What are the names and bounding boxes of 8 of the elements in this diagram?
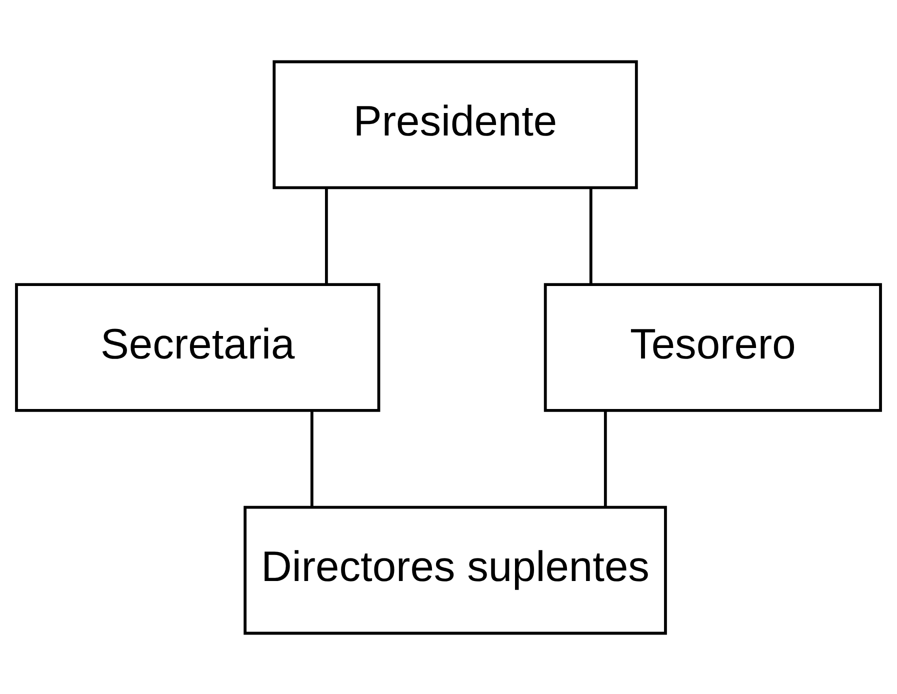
node-box: Directores suplentes [244, 505, 667, 634]
connector [604, 410, 607, 506]
node-box: Secretaria [15, 282, 380, 412]
node-box: Tesorero [544, 282, 882, 412]
connector [310, 410, 314, 506]
connector [325, 187, 328, 284]
connector [589, 187, 592, 284]
node-box: Presidente [272, 60, 638, 189]
